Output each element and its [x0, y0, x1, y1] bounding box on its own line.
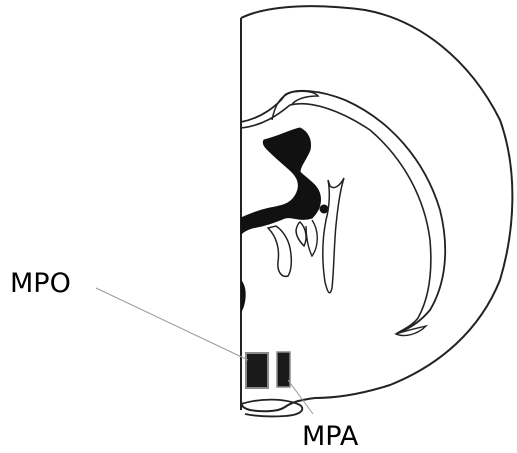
- mpo-pointer-line: [96, 288, 248, 360]
- mpa-pointer-line: [288, 380, 313, 414]
- cingulum-fold: [272, 91, 318, 120]
- ventral-base: [241, 400, 302, 417]
- mpo-region: [246, 353, 268, 388]
- stria-shape: [323, 178, 344, 293]
- mpa-label: MPA: [302, 423, 358, 450]
- ventral-curve: [306, 220, 317, 256]
- mpa-region: [277, 352, 290, 387]
- lateral-ventricle: [241, 128, 321, 234]
- anterior-commissure: [268, 226, 291, 276]
- third-ventricle: [241, 280, 246, 314]
- mpo-label: MPO: [10, 270, 71, 297]
- fornix-shape: [296, 222, 306, 246]
